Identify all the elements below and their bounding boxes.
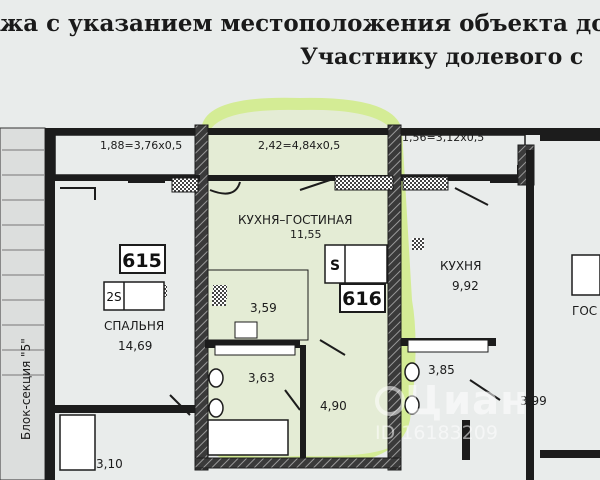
balcony-left-label: 1,88=3,76х0,5	[100, 139, 182, 152]
bedroom-area: 14,69	[118, 339, 152, 353]
block-section-strip	[0, 127, 46, 480]
kitchen-living-label: КУХНЯ–ГОСТИНАЯ	[238, 213, 352, 227]
area-4-90: 4,90	[320, 399, 347, 413]
kitchen-living-area: 11,55	[290, 228, 322, 241]
header-line-1: жа с указанием местоположения объекта до	[0, 10, 600, 37]
kitchen-area: 9,92	[452, 279, 479, 293]
balcony-center-label: 2,42=4,84х0,5	[258, 139, 340, 152]
apartment-615-badge: 615 2S	[103, 244, 166, 311]
apartment-616-badge: S 616	[324, 244, 388, 313]
block-section-label: Блок-секция "5"	[19, 338, 33, 440]
apartment-615-number: 615	[122, 250, 162, 272]
area-3-59: 3,59	[250, 301, 277, 315]
area-3-99: 3,99	[520, 394, 547, 408]
apartment-616-s: S	[330, 258, 340, 274]
apartment-615-s: 2S	[106, 290, 121, 304]
area-3-85: 3,85	[428, 363, 455, 377]
area-3-10: 3,10	[96, 457, 123, 471]
area-3-63: 3,63	[248, 371, 275, 385]
partial-right-label: ГОС	[572, 304, 597, 318]
kitchen-label: КУХНЯ	[440, 259, 481, 273]
balcony-right-label: 1,56=3,12х0,5	[402, 131, 484, 144]
apartment-616-number: 616	[342, 288, 382, 310]
header-line-2: Участнику долевого с	[300, 44, 584, 70]
bedroom-label: СПАЛЬНЯ	[104, 319, 164, 333]
